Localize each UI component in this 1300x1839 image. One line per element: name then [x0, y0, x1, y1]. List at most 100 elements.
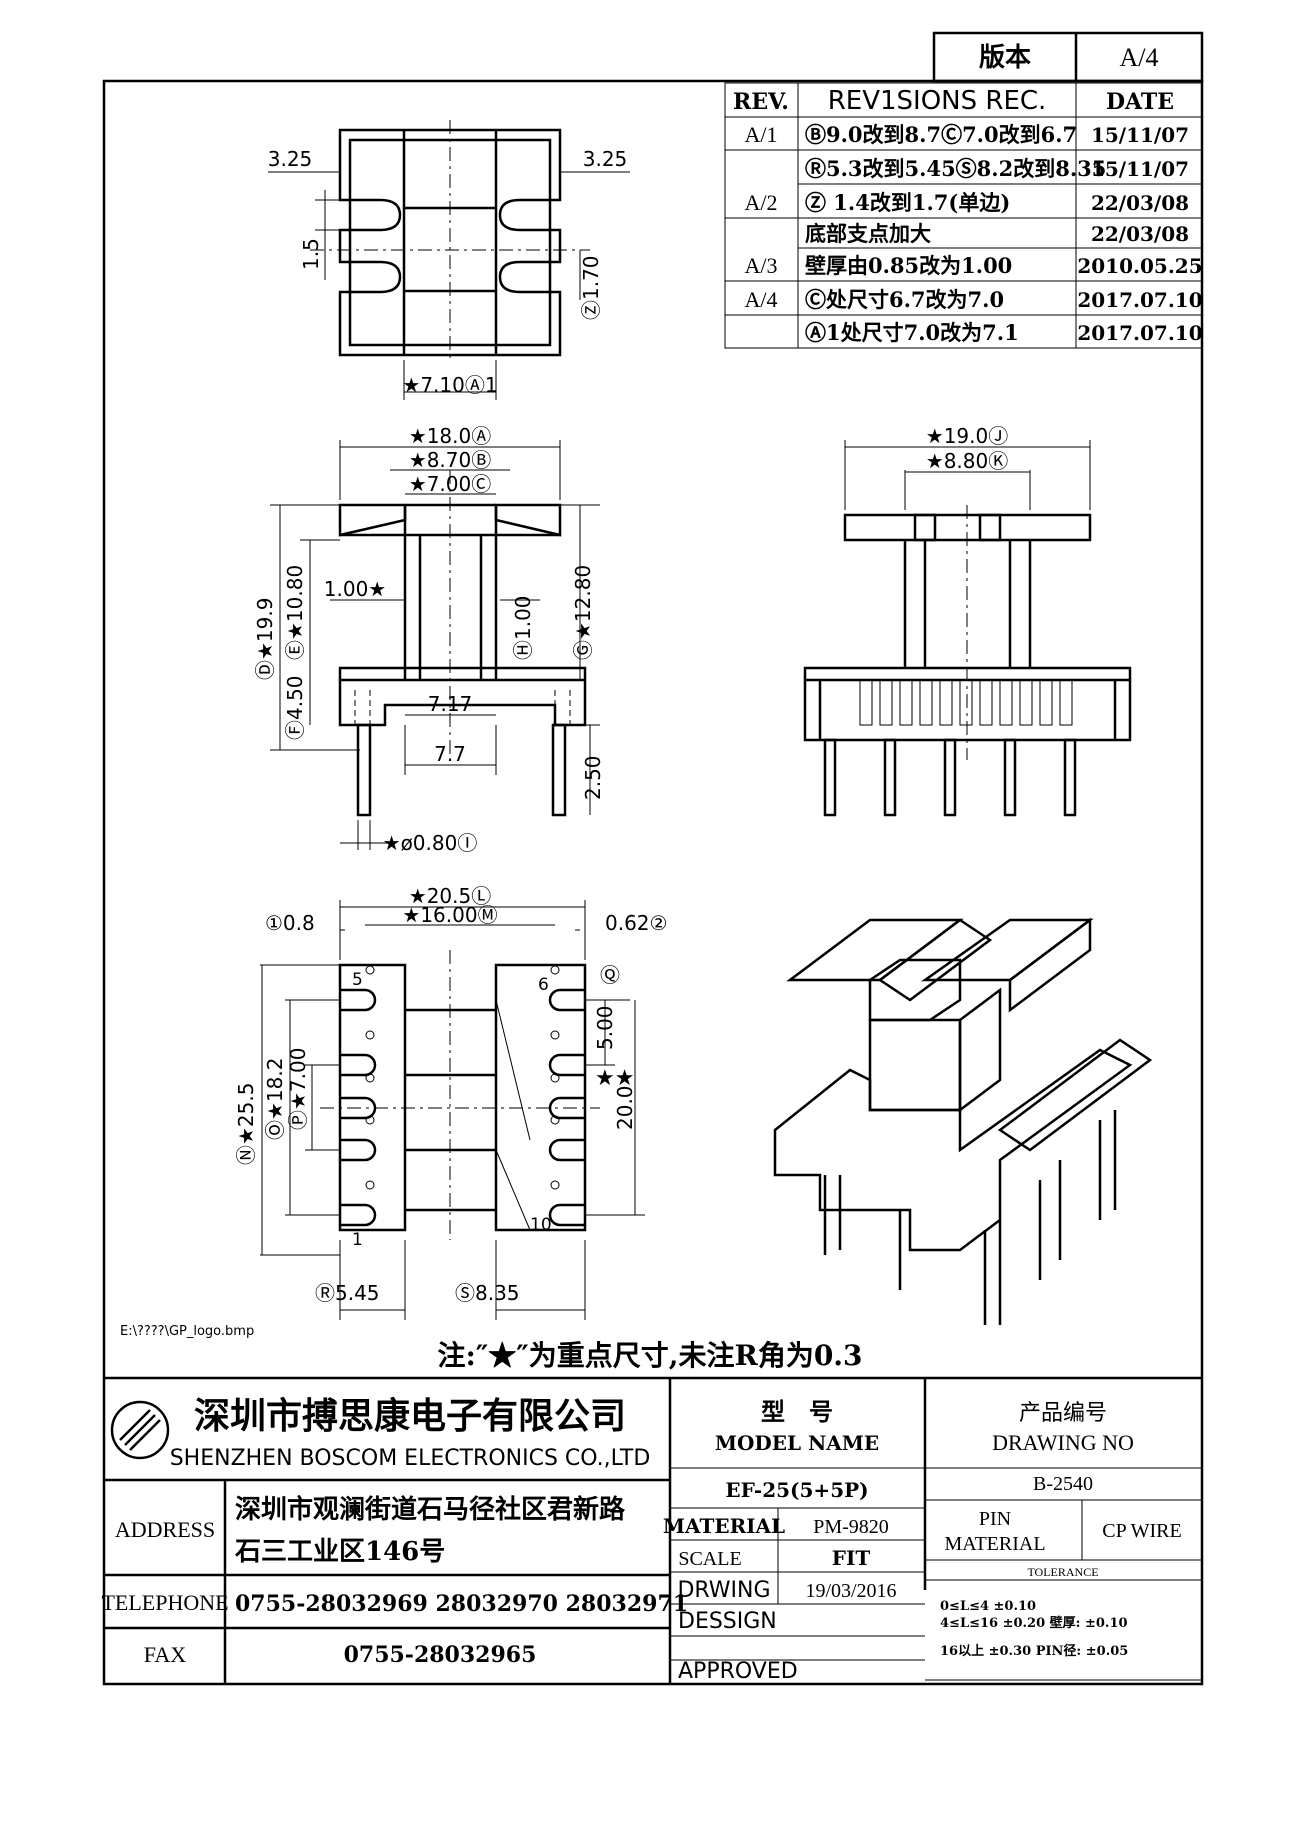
revision-desc: 壁厚由0.85改为1.00: [805, 253, 1012, 278]
svg-text:Ⓖ★12.80: Ⓖ★12.80: [571, 565, 595, 660]
svg-text:MATERIAL: MATERIAL: [663, 1514, 785, 1538]
svg-text:★19.0Ⓙ: ★19.0Ⓙ: [926, 424, 1008, 448]
svg-text:B-2540: B-2540: [1033, 1473, 1093, 1495]
svg-text:10: 10: [530, 1215, 552, 1235]
svg-text:Ⓩ1.70: Ⓩ1.70: [579, 255, 603, 320]
svg-text:★ø0.80Ⓘ: ★ø0.80Ⓘ: [383, 831, 478, 855]
svg-text:0.62②: 0.62②: [605, 911, 667, 935]
revision-date: 2017.07.10: [1077, 288, 1202, 312]
svg-text:MODEL NAME: MODEL NAME: [715, 1431, 879, 1455]
svg-text:Ⓔ★10.80: Ⓔ★10.80: [283, 565, 307, 660]
svg-text:20.0: 20.0: [613, 1085, 637, 1130]
svg-text:5.00: 5.00: [593, 1005, 617, 1050]
svg-text:DRAWING NO: DRAWING NO: [992, 1430, 1134, 1455]
bottom-view: ★20.5Ⓛ ★16.00Ⓜ ①0.8 0.62② Ⓝ★25.5 Ⓞ★18.2 …: [234, 884, 667, 1320]
revision-date: 22/03/08: [1091, 222, 1189, 246]
svg-text:EF-25(5+5P): EF-25(5+5P): [725, 1478, 868, 1502]
svg-text:1.00★: 1.00★: [324, 577, 386, 601]
isometric-view: [773, 917, 1153, 1325]
svg-text:★7.00Ⓒ: ★7.00Ⓒ: [409, 472, 491, 496]
svg-text:PM-9820: PM-9820: [813, 1516, 889, 1538]
svg-text:4≤L≤16 ±0.20 壁厚: ±0.10: 4≤L≤16 ±0.20 壁厚: ±0.10: [940, 1615, 1128, 1631]
revision-table: REV. REV1SIONS REC. DATE: [724, 82, 1203, 349]
svg-text:Ⓠ: Ⓠ: [600, 963, 620, 987]
revision-desc: 底部支点加大: [805, 221, 931, 246]
svg-text:深圳市观澜街道石马径社区君新路: 深圳市观澜街道石马径社区君新路: [235, 1494, 626, 1525]
svg-text:★20.5Ⓛ: ★20.5Ⓛ: [409, 884, 491, 908]
revision-date: 15/11/07: [1091, 157, 1189, 181]
svg-text:APPROVED: APPROVED: [678, 1659, 798, 1684]
front-view: ★18.0Ⓐ ★8.70Ⓑ ★7.00Ⓒ Ⓓ★19.9 Ⓔ★10.80 Ⓕ4.5…: [253, 424, 605, 855]
svg-text:1.5: 1.5: [299, 238, 323, 270]
sheet-border: [102, 79, 1204, 1686]
svg-text:CP WIRE: CP WIRE: [1102, 1520, 1181, 1542]
title-block: [104, 1376, 1202, 1684]
svg-text:Ⓞ★18.2: Ⓞ★18.2: [263, 1058, 287, 1140]
svg-text:3.25: 3.25: [583, 147, 628, 171]
revision-date: 2010.05.25: [1077, 254, 1202, 278]
svg-text:1: 1: [352, 1230, 363, 1250]
svg-text:16以上 ±0.30 PIN径: ±0.05: 16以上 ±0.30 PIN径: ±0.05: [940, 1643, 1128, 1659]
version-value: A/4: [1120, 43, 1159, 72]
svg-text:Ⓟ★7.00: Ⓟ★7.00: [286, 1048, 310, 1130]
svg-text:★8.80Ⓚ: ★8.80Ⓚ: [926, 449, 1008, 473]
svg-text:型 号: 型 号: [761, 1397, 833, 1426]
svg-text:石三工业区146号: 石三工业区146号: [234, 1537, 445, 1567]
svg-text:ADDRESS: ADDRESS: [115, 1517, 215, 1542]
file-path: E:\????\GP_logo.bmp: [120, 1324, 254, 1339]
svg-text:5: 5: [352, 970, 363, 990]
revision-desc: Ⓐ1处尺寸7.0改为7.1: [805, 320, 1019, 345]
svg-text:19/03/2016: 19/03/2016: [805, 1580, 896, 1602]
revision-date: 22/03/08: [1091, 191, 1189, 215]
revision-rev: A/4: [745, 287, 778, 312]
top-view: 3.25 3.25 1.5 Ⓩ1.70 ★7.10Ⓐ1: [268, 120, 630, 400]
svg-text:7.17: 7.17: [428, 692, 473, 716]
svg-text:Ⓝ★25.5: Ⓝ★25.5: [234, 1083, 258, 1165]
revision-rev: A/1: [745, 122, 778, 147]
note: 注:″★″为重点尺寸,未注R角为0.3: [437, 1339, 862, 1372]
revision-rev: A/2: [745, 190, 778, 215]
svg-text:★8.70Ⓑ: ★8.70Ⓑ: [409, 448, 491, 472]
svg-text:FIT: FIT: [832, 1546, 871, 1570]
svg-text:PIN: PIN: [979, 1508, 1011, 1530]
svg-text:SCALE: SCALE: [678, 1548, 741, 1570]
svg-text:TELEPHONE: TELEPHONE: [101, 1590, 228, 1615]
date-header: DATE: [1106, 89, 1174, 115]
svg-text:3.25: 3.25: [268, 147, 313, 171]
svg-text:Ⓡ5.45: Ⓡ5.45: [315, 1281, 380, 1305]
svg-text:TOLERANCE: TOLERANCE: [1027, 1565, 1098, 1579]
svg-text:Ⓢ8.35: Ⓢ8.35: [455, 1281, 520, 1305]
svg-text:★18.0Ⓐ: ★18.0Ⓐ: [409, 424, 491, 448]
svg-text:Ⓓ★19.9: Ⓓ★19.9: [253, 598, 277, 680]
version-label: 版本: [978, 43, 1031, 73]
svg-text:2.50: 2.50: [581, 755, 605, 800]
side-view: ★19.0Ⓙ ★8.80Ⓚ: [803, 424, 1132, 817]
revision-desc: Ⓩ 1.4改到1.7(单边): [805, 190, 1010, 215]
company-cn: 深圳市搏思康电子有限公司: [194, 1395, 626, 1437]
svg-text:6: 6: [538, 975, 549, 995]
svg-text:0755-28032969 28032970 2803297: 0755-28032969 28032970 28032971: [235, 1591, 688, 1617]
svg-text:★7.10Ⓐ1: ★7.10Ⓐ1: [402, 373, 497, 397]
svg-text:0755-28032965: 0755-28032965: [344, 1642, 537, 1668]
revision-date: 2017.07.10: [1077, 321, 1202, 345]
revision-desc: Ⓡ5.3改到5.45Ⓢ8.2改到8.35: [805, 156, 1106, 181]
company-en: SHENZHEN BOSCOM ELECTRONICS CO.,LTD: [170, 1446, 651, 1471]
revision-desc: Ⓑ9.0改到8.7Ⓒ7.0改到6.7: [805, 122, 1077, 147]
svg-text:★★: ★★: [595, 1066, 634, 1091]
svg-text:0≤L≤4 ±0.10: 0≤L≤4 ±0.10: [940, 1599, 1036, 1614]
svg-text:DESSIGN: DESSIGN: [678, 1609, 777, 1634]
svg-text:DRWING: DRWING: [677, 1578, 770, 1603]
svg-text:FAX: FAX: [144, 1642, 186, 1667]
svg-text:★16.00Ⓜ: ★16.00Ⓜ: [402, 903, 497, 927]
version-box: 版本 A/4: [932, 31, 1204, 83]
svg-text:7.7: 7.7: [434, 742, 466, 766]
svg-text:Ⓕ4.50: Ⓕ4.50: [283, 675, 307, 740]
revision-rev: A/3: [745, 253, 778, 278]
rev-header: REV.: [733, 89, 789, 115]
revision-date: 15/11/07: [1091, 123, 1189, 147]
svg-text:Ⓗ1.00: Ⓗ1.00: [511, 595, 535, 660]
svg-text:产品编号: 产品编号: [1019, 1401, 1107, 1426]
revision-desc: Ⓒ处尺寸6.7改为7.0: [805, 287, 1004, 312]
